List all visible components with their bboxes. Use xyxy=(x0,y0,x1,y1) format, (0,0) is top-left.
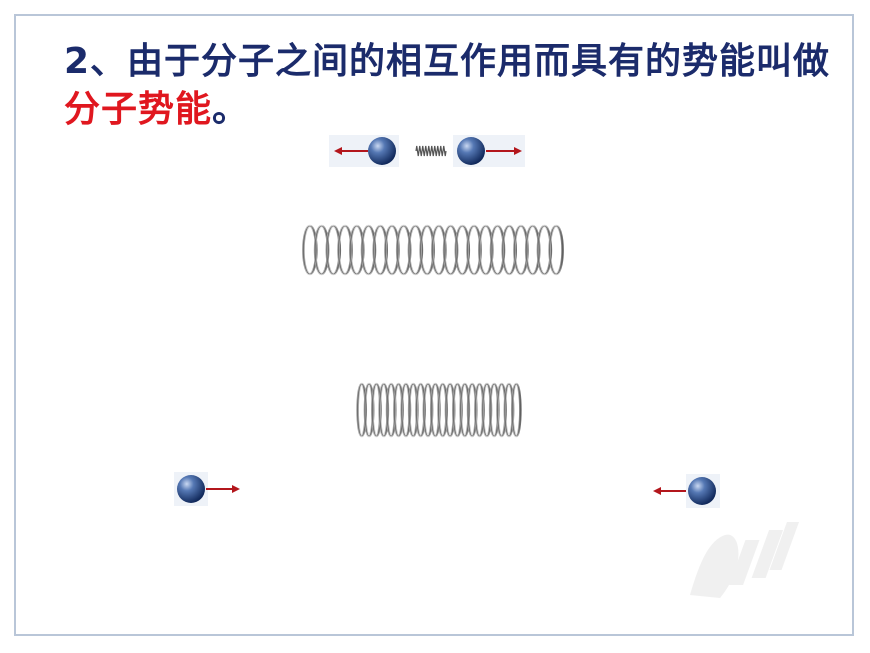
arrow-icon xyxy=(206,485,240,493)
heading-prefix: 2、由于分子之间的相互作用而具有的势能叫做 xyxy=(64,41,831,82)
spring-coil-edge xyxy=(511,383,521,437)
molecule-pair-diagram xyxy=(329,135,525,167)
molecule-left xyxy=(174,472,240,506)
molecule-ball-icon xyxy=(688,477,716,505)
molecule-ball-icon xyxy=(368,137,396,165)
slide-frame xyxy=(14,14,854,636)
spring-icon xyxy=(302,224,564,276)
spring-coil-edge xyxy=(549,225,563,275)
molecule-ball-icon xyxy=(457,137,485,165)
slide-heading: 2、由于分子之间的相互作用而具有的势能叫做分子势能。 xyxy=(64,38,834,134)
heading-suffix: 。 xyxy=(212,89,250,130)
molecule-right xyxy=(653,474,720,508)
arrow-icon xyxy=(334,147,368,155)
spring-icon xyxy=(415,145,447,157)
molecule-ball-icon xyxy=(177,475,205,503)
watermark-logo-icon xyxy=(690,522,799,598)
heading-term: 分子势能 xyxy=(64,89,213,130)
spring-icon xyxy=(356,382,522,438)
arrow-icon xyxy=(653,487,686,495)
arrow-icon xyxy=(486,147,522,155)
